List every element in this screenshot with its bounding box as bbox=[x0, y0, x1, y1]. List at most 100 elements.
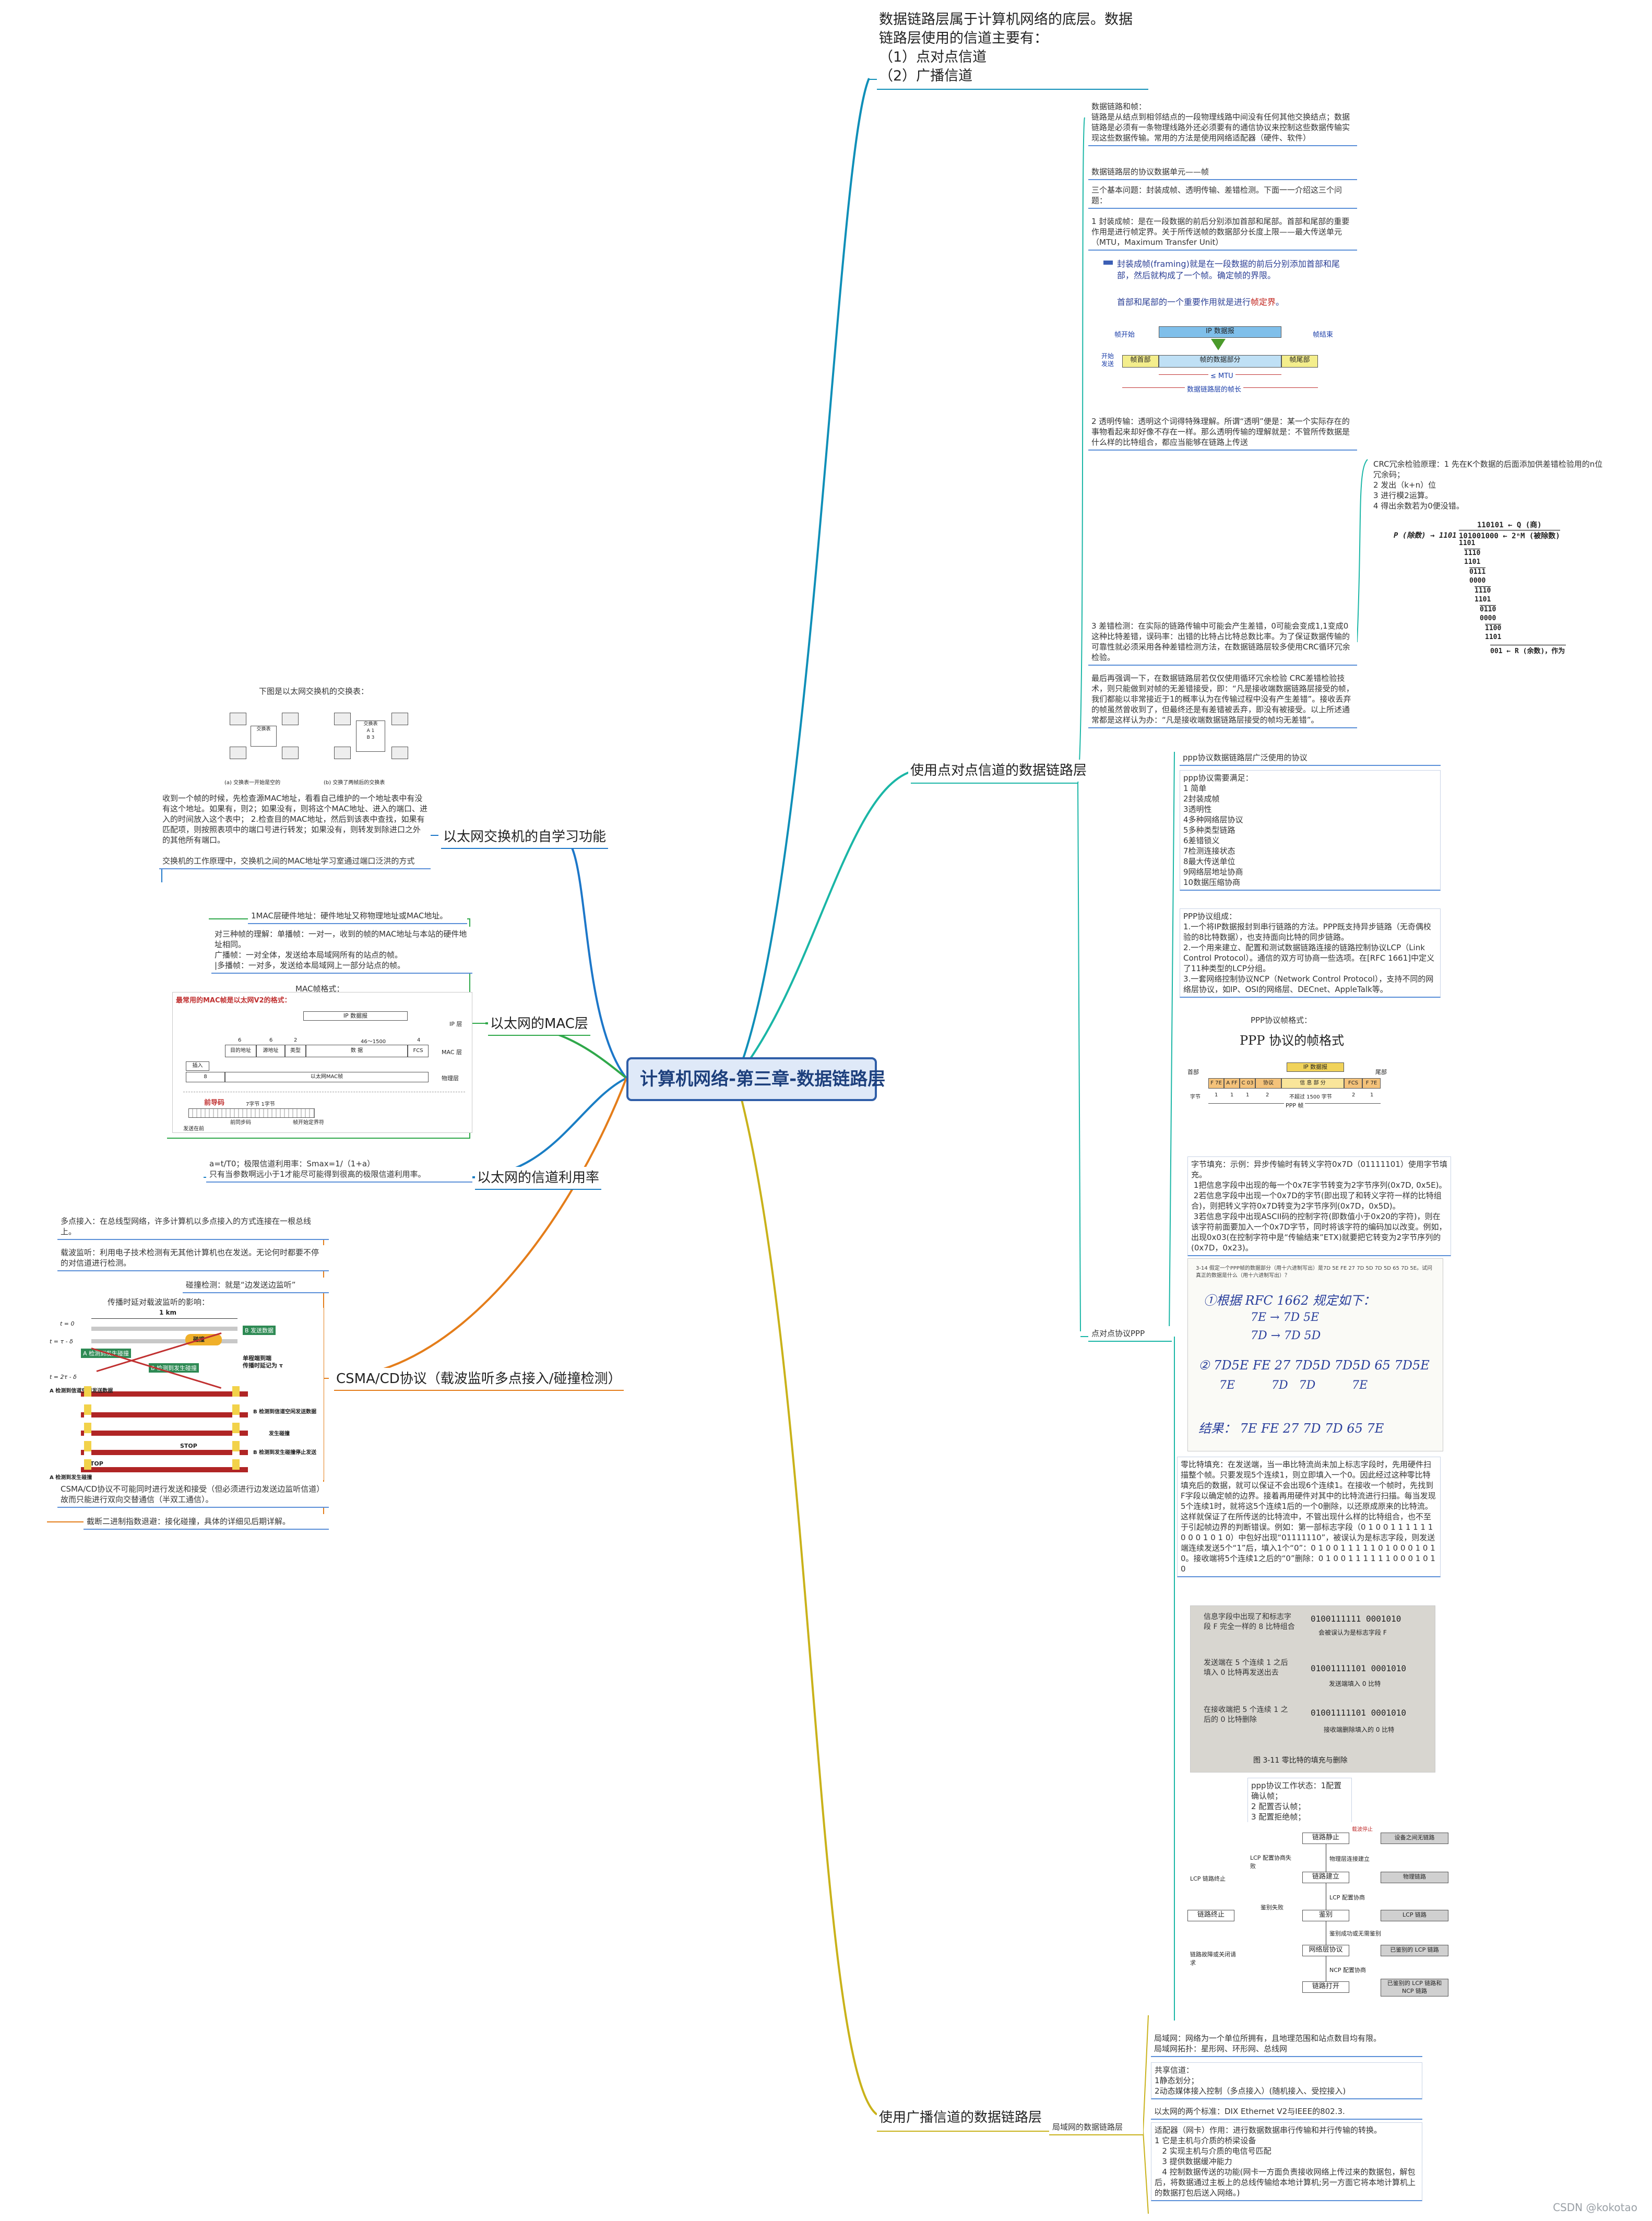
csma-b-idle: B 检测到信道空闲发送数据 bbox=[253, 1409, 317, 1415]
frame-start-label: 帧开始 bbox=[1114, 331, 1135, 339]
state-action: 鉴别失败 bbox=[1261, 1904, 1283, 1911]
zero-fig-right: 01001111101 0001010 bbox=[1311, 1708, 1407, 1718]
csma-collide-now: 发生碰撞 bbox=[269, 1431, 290, 1437]
ppp-exercise-handwritten-figure: 3-14 假定一个PPP帧的数据部分（用十六进制写出）是7D 5E FE 27 … bbox=[1187, 1258, 1443, 1451]
framing-bullet-1: 封装成帧(framing)就是在一段数据的前后分别添加首部和尾部，然后就构成了一… bbox=[1117, 259, 1340, 280]
note-link-definitions: 数据链路和帧： 链路是从结点到相邻结点的一段物理线路中间没有任何其他交换结点；数… bbox=[1088, 99, 1357, 146]
csma-time: t = 0 bbox=[60, 1320, 75, 1327]
note-pdu: 数据链路层的协议数据单元——帧 bbox=[1088, 164, 1357, 180]
mac-field: 数 据 bbox=[306, 1045, 408, 1057]
crc-row: 0000 bbox=[1469, 577, 1486, 585]
send-start-label: 开始 发送 bbox=[1101, 352, 1114, 368]
ppp-field: 协议 bbox=[1255, 1078, 1281, 1089]
state-action: 鉴别成功或无需鉴别 bbox=[1329, 1930, 1381, 1937]
note-framing: 1 封装成帧：是在一段数据的前后分别添加首部和尾部。首部和尾部的重要作用是进行帧… bbox=[1088, 214, 1357, 251]
ppp-format-title: PPP 协议的帧格式 bbox=[1240, 1033, 1345, 1048]
crc-row: 1101 bbox=[1459, 539, 1476, 547]
branch-mac-layer[interactable]: 以太网的MAC层 bbox=[488, 1013, 590, 1036]
note-transparent-transmission: 2 透明传输：透明这个词得特殊理解。所谓“透明”便是：某一个实际存在的事物看起来… bbox=[1088, 414, 1357, 451]
csma-propagation-figure: 1 km t = 0 t = τ - δ t = 2τ - δ 碰撞 B 发送数… bbox=[50, 1308, 324, 1480]
ppp-field: A FF bbox=[1224, 1078, 1240, 1089]
ppp-state-diagram: 链路静止 链路建立 鉴别 网络层协议 链路打开 链路终止 设备之间无链路 物理链… bbox=[1177, 1822, 1459, 2010]
framing-figure: 封装成帧(framing)就是在一段数据的前后分别添加首部和尾部，然后就构成了一… bbox=[1101, 258, 1347, 410]
branch-intro[interactable]: 数据链路层属于计算机网络的底层。数据链路层使用的信道主要有： （1）点对点信道 … bbox=[877, 7, 1148, 90]
crc-quotient: 110101 ← Q (商) bbox=[1477, 521, 1542, 529]
switch-caption-a: (a) 交换表一开始是空的 bbox=[224, 780, 281, 786]
state-result: 已鉴别的 LCP 链路 bbox=[1381, 1945, 1448, 1956]
note-half-duplex: CSMA/CD协议不可能同时进行发送和接受（但必须进行边发送边监听信道）故而只能… bbox=[57, 1482, 329, 1508]
connector-crc bbox=[1357, 459, 1368, 643]
ppp-field: FCS bbox=[1344, 1078, 1362, 1089]
zero-fig-note: 会被误认为是标志字段 F bbox=[1318, 1629, 1387, 1636]
csma-collision: 碰撞 bbox=[193, 1336, 205, 1343]
zero-fig-right: 0100111111 0001010 bbox=[1311, 1614, 1401, 1624]
csma-stop: STOP bbox=[180, 1443, 197, 1449]
note-ppp-requirements: ppp协议需要满足： 1 简单 2封装成帧 3透明性 4多种网络层协议 5多种类… bbox=[1180, 770, 1441, 891]
note-three-problems: 三个基本问题：封装成帧、透明传输、差错检测。下面一一介绍这三个问题： bbox=[1088, 183, 1357, 209]
frame-head-box: 帧首部 bbox=[1122, 355, 1159, 368]
ppp-tail-label: 尾部 bbox=[1375, 1069, 1387, 1076]
state-action: LCP 配置协商 bbox=[1329, 1894, 1365, 1901]
ppp-head-label: 首部 bbox=[1187, 1069, 1199, 1076]
note-shared-channel: 共享信道： 1静态划分； 2动态媒体接入控制（多点接入）(随机接入、受控接入) bbox=[1151, 2062, 1422, 2099]
crc-divisor: P (除数) → 1101 bbox=[1394, 531, 1457, 540]
mac-field-bytes: 6 bbox=[238, 1037, 242, 1043]
connector-ptp-tree-down bbox=[1077, 783, 1081, 1332]
hand-line: 7D → 7D 5D bbox=[1251, 1329, 1321, 1342]
note-crc-emphasis: 最后再强调一下，在数据链路层若仅仅使用循环冗余检验 CRC差错检验技术，则只能做… bbox=[1088, 671, 1357, 728]
zero-fig-right: 01001111101 0001010 bbox=[1311, 1663, 1407, 1673]
central-topic[interactable]: 计算机网络-第三章-数据链路层 bbox=[626, 1057, 885, 1101]
switch-table-row: A 1 bbox=[366, 728, 375, 734]
ppp-format-caption: PPP协议帧格式： bbox=[1247, 1013, 1404, 1027]
lan-label[interactable]: 局域网的数据链路层 bbox=[1049, 2120, 1143, 2135]
hand-line: ①根据 RFC 1662 规定如下： bbox=[1204, 1293, 1376, 1308]
zero-bit-figure: 信息字段中出现了和标志字段 F 完全一样的 8 比特组合 0100111111 … bbox=[1190, 1605, 1435, 1773]
crc-row: 1101 bbox=[1475, 596, 1491, 604]
mac-common-format: 最常用的MAC帧是以太网V2的格式： bbox=[176, 997, 291, 1005]
exercise-question: 3-14 假定一个PPP帧的数据部分（用十六进制写出）是7D 5E FE 27 … bbox=[1196, 1266, 1433, 1279]
watermark: CSDN @kokotao bbox=[1553, 2201, 1637, 2214]
mac-layer: MAC 层 bbox=[442, 1049, 462, 1056]
branch-channel-utilization[interactable]: 以太网的信道利用率 bbox=[475, 1167, 602, 1190]
hand-line: ② 7D5E FE 27 7D5D 7D5D 65 7D5E bbox=[1198, 1358, 1430, 1373]
zero-fig-left: 信息字段中出现了和标志字段 F 完全一样的 8 比特组合 bbox=[1204, 1613, 1295, 1631]
frame-end-label: 帧结束 bbox=[1313, 331, 1334, 339]
state-box: 链路终止 bbox=[1187, 1910, 1234, 1921]
csma-b-detect: B 检测到发生碰撞 bbox=[149, 1363, 199, 1373]
branch-csma-cd[interactable]: CSMA/CD协议（载波监听多点接入/碰撞检测） bbox=[334, 1368, 624, 1391]
zero-fig-note: 接收端删除填入的 0 比特 bbox=[1324, 1726, 1395, 1733]
branch-broadcast[interactable]: 使用广播信道的数据链路层 bbox=[877, 2107, 1044, 2129]
connector-lan bbox=[1031, 2015, 1149, 2214]
ppp-label[interactable]: 点对点协议PPP bbox=[1088, 1326, 1172, 1342]
mac-sfd: 帧开始定界符 bbox=[293, 1120, 324, 1126]
connector-ptp-tree bbox=[1077, 117, 1085, 784]
crc-row: 1101 bbox=[1464, 558, 1481, 566]
hand-line: 7E 7D 7D 7E bbox=[1219, 1379, 1368, 1392]
csma-b-stop: B 检测到发生碰撞停止发送 bbox=[253, 1450, 317, 1456]
mac-field-bytes: 2 bbox=[294, 1037, 298, 1043]
state-box: 鉴别 bbox=[1302, 1910, 1349, 1921]
switch-table-a: 交换表 bbox=[251, 726, 277, 747]
note-crc-principle: CRC冗余检验原理：1 先在K个数据的后面添加供差错检验用的n位冗余码； 2 发… bbox=[1370, 457, 1610, 513]
switch-caption-b: (b) 交换了两帧后的交换表 bbox=[324, 780, 385, 786]
branch-point-to-point[interactable]: 使用点对点信道的数据链路层 bbox=[908, 760, 1089, 782]
zero-fig-left: 在接收端把 5 个连续 1 之后的 0 比特删除 bbox=[1204, 1706, 1288, 1724]
crc-remainder: 001 ← R (余数)，作为 FCS bbox=[1490, 645, 1566, 655]
crc-row: 1110 bbox=[1475, 586, 1491, 595]
note-switch-learning: 收到一个帧的时候，先检查源MAC地址，看看自己维护的一个地址表中有没有这个地址。… bbox=[159, 791, 431, 869]
frame-length-label: 数据链路层的帧长 bbox=[1185, 384, 1244, 394]
branch-switch-learning[interactable]: 以太网交换机的自学习功能 bbox=[441, 826, 609, 849]
ppp-field: C 03 bbox=[1240, 1078, 1255, 1089]
ppp-ip-data: IP 数据报 bbox=[1287, 1062, 1344, 1072]
note-zero-bit-stuffing: 零比特填充：在发送端，当一串比特流尚未加上标志字段时，先用硬件扫描整个帧。只要发… bbox=[1177, 1457, 1441, 1577]
frame-tail-box: 帧尾部 bbox=[1281, 355, 1318, 368]
csma-a-detect: A 检测到发生碰撞 bbox=[81, 1349, 132, 1358]
ppp-byte: 1 bbox=[1230, 1092, 1234, 1098]
mac-insert: 插入 bbox=[186, 1061, 209, 1071]
note-utilization: a=t/T0；极限信道利用率：Smax=1/（1+a） 只有当参数啊远小于1才能… bbox=[206, 1156, 472, 1183]
hand-line: 结果： 7E FE 27 7D 7D 65 7E bbox=[1198, 1421, 1384, 1436]
connector-util bbox=[472, 1077, 627, 1178]
switch-table-figure: 交换表 (a) 交换表一开始是空的 交换表 A 1 B 3 (b) 交换了两帧后… bbox=[219, 700, 418, 788]
state-action: NCP 配置协商 bbox=[1329, 1967, 1366, 1974]
connector-switch bbox=[563, 836, 627, 1079]
